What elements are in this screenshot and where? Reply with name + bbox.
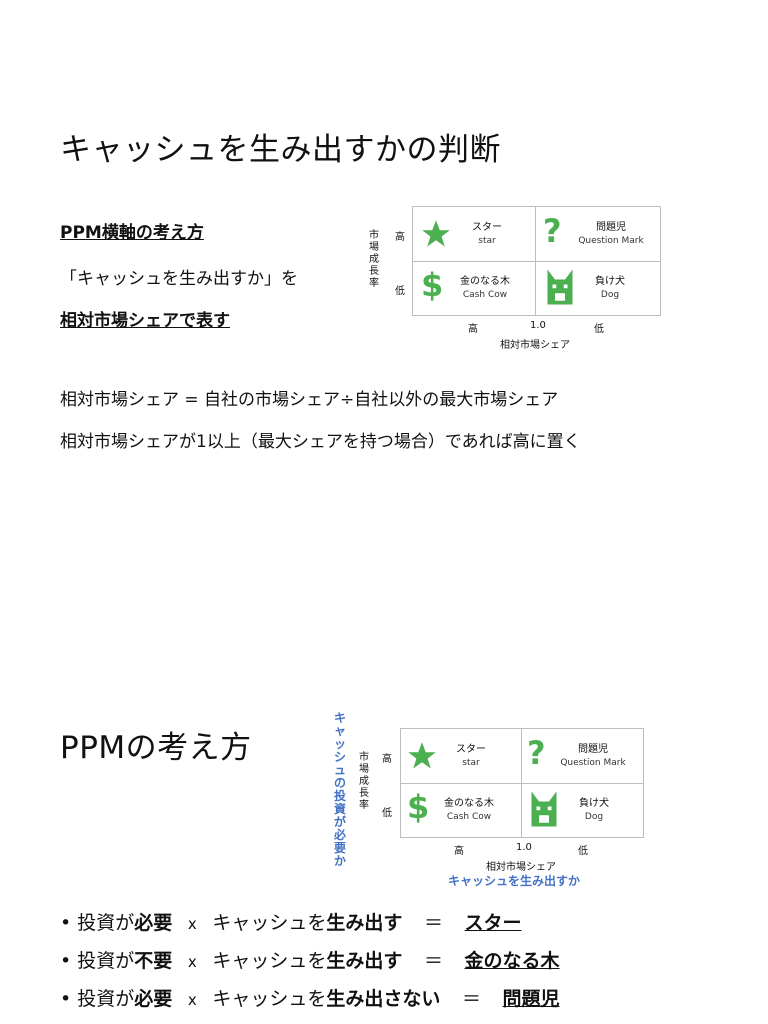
bullet-text-d: 生み出す <box>326 912 403 934</box>
qm-jp: 問題児 <box>596 222 626 233</box>
dog-jp: 負け犬 <box>595 276 625 287</box>
cow-cell-label: 金のなる木 Cash Cow <box>449 275 521 301</box>
y-high-label: 高 <box>395 232 405 243</box>
question-mark-icon: ? <box>543 212 562 250</box>
y-low-label: 低 <box>395 286 405 297</box>
bullet-text-c: キャッシュを <box>212 988 327 1010</box>
dog-icon <box>547 269 573 305</box>
equals-sign: ＝ <box>423 912 443 934</box>
x-axis-label: 相対市場シェア <box>500 340 570 351</box>
question-mark-icon-2: ? <box>527 734 546 772</box>
slide1-formula1: 相対市場シェア = 自社の市場シェア÷自社以外の最大市場シェア <box>60 390 559 410</box>
bullet-result: スター <box>464 912 522 934</box>
matrix-divider-h <box>413 261 660 262</box>
blue-horizontal-label: キャッシュを生み出すか <box>448 874 581 888</box>
x-high-label: 高 <box>468 324 478 335</box>
matrix-divider-h-2 <box>401 783 643 784</box>
bullet-text-c: キャッシュを <box>212 950 327 972</box>
dog-cell-label-2: 負け犬 Dog <box>563 797 625 823</box>
dog-icon-2 <box>531 791 557 827</box>
ppm-matrix-2: 市場成長率 高 低 スター star ? 問題児 Question Mark $… <box>352 722 652 874</box>
qm-en-2: Question Mark <box>560 757 626 768</box>
bullet-mark: • <box>60 950 72 972</box>
bullet-text-a: 投資が <box>77 988 135 1010</box>
cow-cell-label-2: 金のなる木 Cash Cow <box>433 797 505 823</box>
blue-vertical-label: キャッシュの投資が必要か <box>333 711 346 868</box>
times-sign: x <box>187 915 197 933</box>
slide1-formula2: 相対市場シェアが1以上（最大シェアを持つ場合）であれば高に置く <box>60 432 581 452</box>
bullet-text-b: 必要 <box>134 912 173 934</box>
star-en: star <box>478 235 496 246</box>
star-icon-2 <box>408 742 436 769</box>
dollar-icon: $ <box>421 266 444 304</box>
qm-cell-label-2: 問題児 Question Mark <box>551 743 635 769</box>
y-axis-label: 市場成長率 <box>369 230 379 289</box>
ppm-matrix-1: 市場成長率 高 低 スター star ? 問題児 Question Mark $… <box>360 200 670 352</box>
y-axis-label-2: 市場成長率 <box>359 752 369 811</box>
matrix-grid: スター star ? 問題児 Question Mark $ 金のなる木 Cas… <box>412 206 661 316</box>
star-icon <box>422 220 450 247</box>
x-mid-label-2: 1.0 <box>516 842 532 853</box>
bullet-mark: • <box>60 912 72 934</box>
star-cell-label: スター star <box>457 221 517 247</box>
slide1-subtitle: PPM横軸の考え方 <box>60 223 204 243</box>
bullet-text-b: 不要 <box>134 950 173 972</box>
slide1-line1: 「キャッシュを生み出すか」を <box>60 269 298 289</box>
star-jp: スター <box>472 222 502 233</box>
x-axis-label-2: 相対市場シェア <box>486 862 556 873</box>
y-high-label-2: 高 <box>382 754 392 765</box>
star-jp-2: スター <box>456 744 486 755</box>
times-sign: x <box>187 991 197 1009</box>
cow-en: Cash Cow <box>462 289 508 300</box>
bullet-list: • 投資が必要 x キャッシュを生み出す ＝ スター • 投資が不要 x キャッ… <box>60 908 560 1022</box>
bullet-text-b: 必要 <box>134 988 173 1010</box>
bullet-text-d: 生み出さない <box>326 988 441 1010</box>
slide1-title: キャッシュを生み出すかの判断 <box>60 132 501 168</box>
x-mid-label: 1.0 <box>530 320 546 331</box>
slide1-line2: 相対市場シェアで表す <box>60 311 230 331</box>
equals-sign: ＝ <box>423 950 443 972</box>
dog-en: Dog <box>600 289 620 300</box>
x-high-label-2: 高 <box>454 846 464 857</box>
cow-en-2: Cash Cow <box>446 811 492 822</box>
equals-sign: ＝ <box>461 988 481 1010</box>
dog-jp-2: 負け犬 <box>579 798 609 809</box>
cow-jp: 金のなる木 <box>460 276 510 287</box>
x-low-label-2: 低 <box>578 846 588 857</box>
cow-jp-2: 金のなる木 <box>444 798 494 809</box>
dog-en-2: Dog <box>584 811 604 822</box>
star-cell-label-2: スター star <box>441 743 501 769</box>
bullet-result: 金のなる木 <box>464 950 560 972</box>
dollar-icon-2: $ <box>407 788 430 826</box>
bullet-item: • 投資が不要 x キャッシュを生み出す ＝ 金のなる木 <box>60 946 560 984</box>
dog-cell-label: 負け犬 Dog <box>579 275 641 301</box>
bullet-text-d: 生み出す <box>326 950 403 972</box>
matrix-grid-2: スター star ? 問題児 Question Mark $ 金のなる木 Cas… <box>400 728 644 838</box>
slide2-title: PPMの考え方 <box>60 730 252 766</box>
qm-en: Question Mark <box>578 235 644 246</box>
bullet-text-a: 投資が <box>77 950 135 972</box>
qm-jp-2: 問題児 <box>578 744 608 755</box>
bullet-item: • 投資が必要 x キャッシュを生み出す ＝ スター <box>60 908 560 946</box>
bullet-result: 問題児 <box>502 988 560 1010</box>
qm-cell-label: 問題児 Question Mark <box>569 221 653 247</box>
bullet-text-c: キャッシュを <box>212 912 327 934</box>
x-low-label: 低 <box>594 324 604 335</box>
y-low-label-2: 低 <box>382 808 392 819</box>
times-sign: x <box>187 953 197 971</box>
bullet-text-a: 投資が <box>77 912 135 934</box>
bullet-item: • 投資が必要 x キャッシュを生み出さない ＝ 問題児 <box>60 984 560 1022</box>
bullet-mark: • <box>60 988 72 1010</box>
star-en-2: star <box>462 757 480 768</box>
